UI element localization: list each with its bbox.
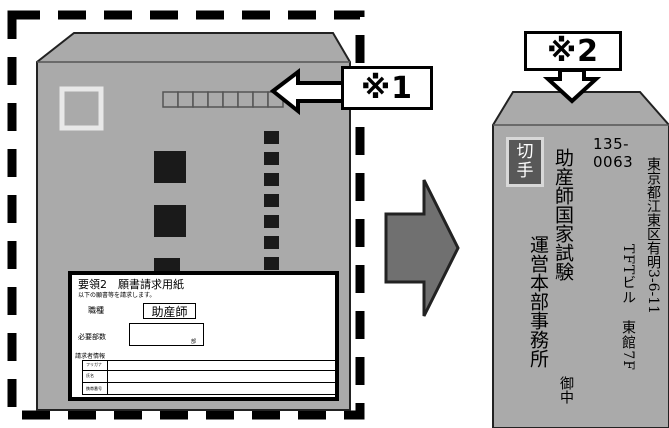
address-line2: TFTビル 東館7F <box>620 244 636 372</box>
flow-arrow <box>384 179 460 317</box>
stamp-char: 切 <box>516 142 534 162</box>
postal-code: 135-0063 <box>593 135 634 171</box>
phone-label: 携帯番号 <box>86 386 102 391</box>
table-row-line <box>83 370 337 371</box>
address-line1: 東京都江東区有明3-6-11 <box>645 157 661 315</box>
job-label: 職種 <box>88 306 104 315</box>
stamp-box: 切 手 <box>506 137 544 187</box>
recipient-line1: 助産師国家試験 <box>552 148 574 281</box>
requester-table: フリガナ 氏名 携帯番号 <box>82 360 338 395</box>
job-value-box: 助産師 <box>143 303 196 319</box>
furigana-label: フリガナ <box>86 362 102 367</box>
address-blocks <box>154 151 186 272</box>
table-divider <box>107 361 108 394</box>
dashed-frame <box>7 10 365 420</box>
copies-label: 必要部数 <box>78 333 106 341</box>
note2-label: ※2 <box>524 31 622 71</box>
form-instruction: 以下の願書等を請求します。 <box>78 292 156 299</box>
copies-unit: 部 <box>191 339 197 345</box>
note2-text: ※2 <box>546 33 600 69</box>
honorific: 御中 <box>558 376 574 404</box>
photo-placeholder <box>59 86 104 131</box>
note1-label: ※1 <box>341 66 433 110</box>
postal-code-boxes <box>162 91 284 108</box>
table-row-line <box>83 382 337 383</box>
copies-field <box>129 323 204 346</box>
address-lines <box>264 131 279 270</box>
requester-label: 請求者情報 <box>75 353 106 360</box>
request-form: 要領2 願書請求用紙 以下の願書等を請求します。 職種 助産師 必要部数 部 請… <box>68 271 339 401</box>
stamp-char: 手 <box>516 161 534 181</box>
name-label: 氏名 <box>86 373 94 378</box>
form-title: 要領2 願書請求用紙 <box>78 278 184 291</box>
note1-text: ※1 <box>360 70 414 106</box>
job-value: 助産師 <box>151 304 188 319</box>
recipient-line2: 運営本部事務所 <box>527 235 549 368</box>
